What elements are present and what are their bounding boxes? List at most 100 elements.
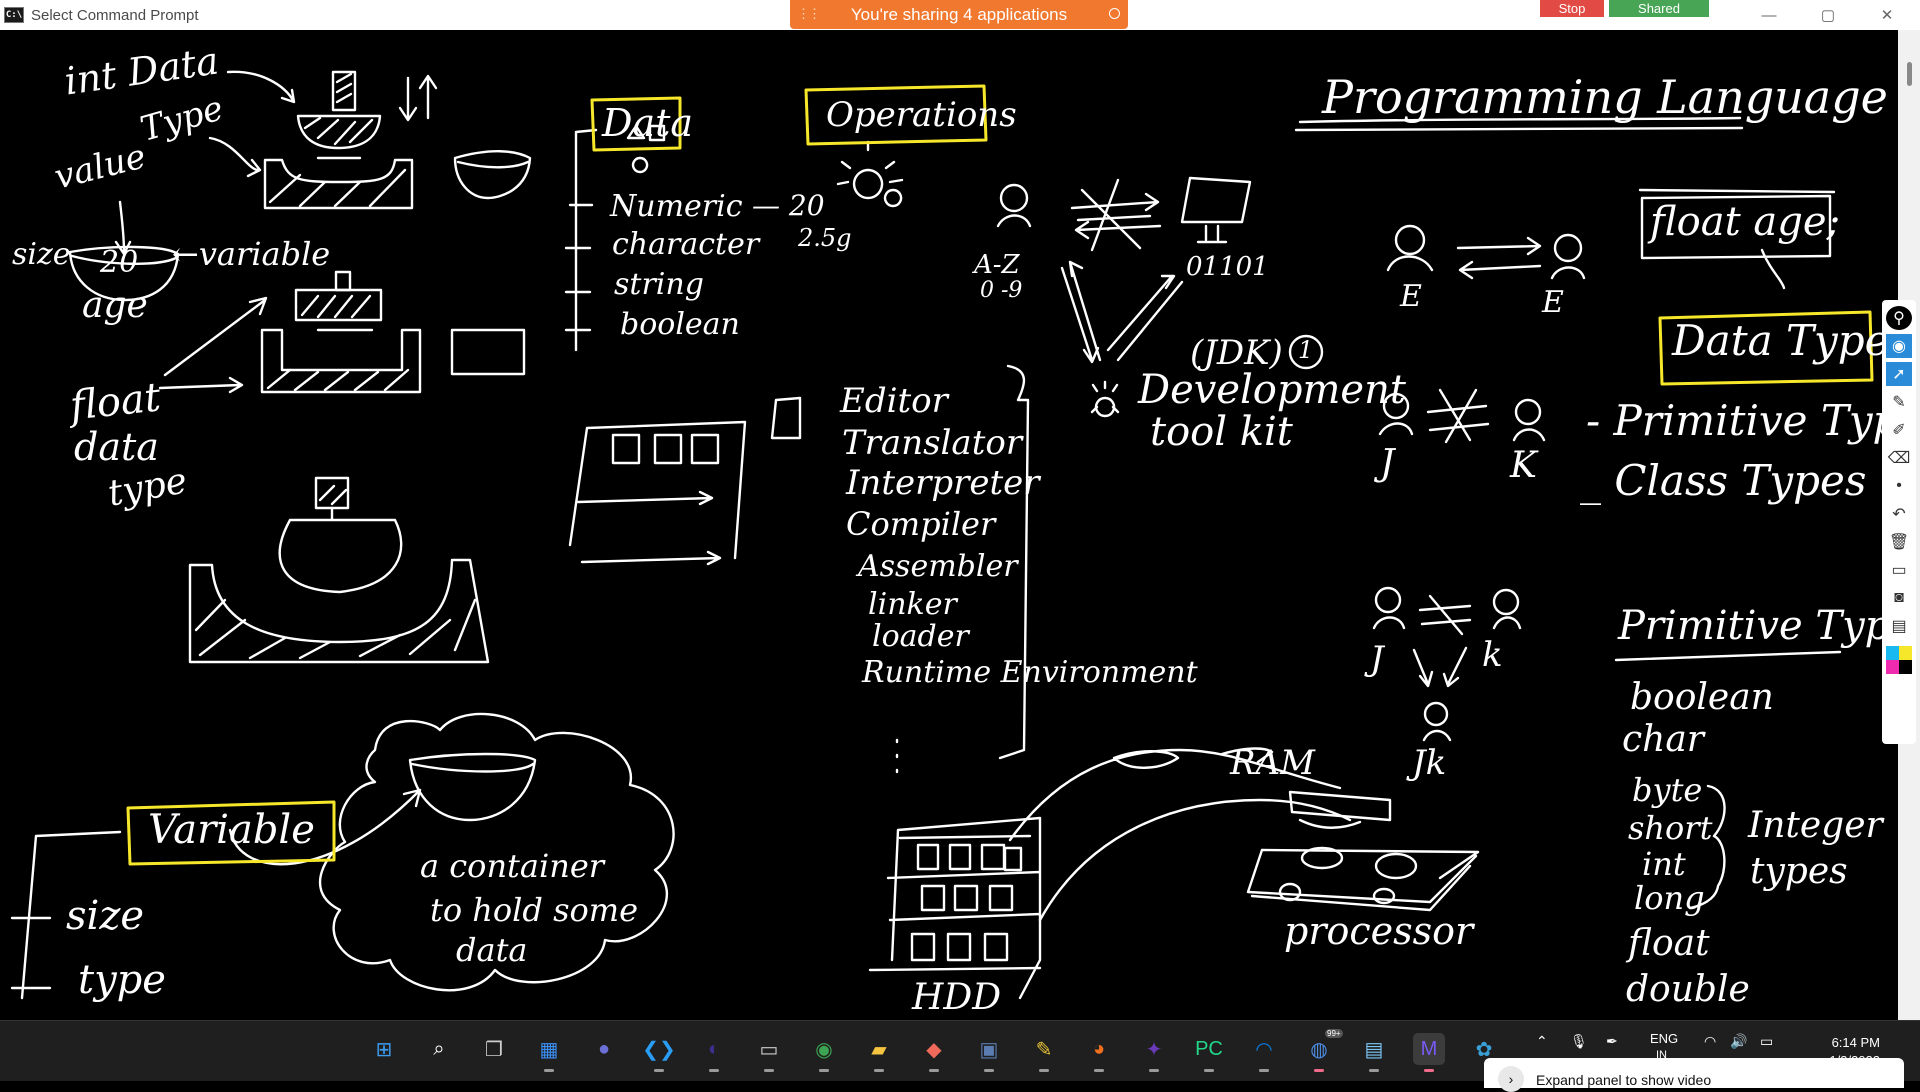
close-button[interactable]: ✕	[1880, 7, 1894, 24]
taskbar-network-app-icon[interactable]: ✿	[1475, 1038, 1493, 1061]
taskbar-chrome-icon[interactable]: ◉	[808, 1033, 840, 1072]
language-indicator[interactable]: ENG	[1650, 1031, 1679, 1046]
clipboard-icon[interactable]: ▤	[1891, 618, 1907, 635]
stop-sharing-button[interactable]: Stop	[1540, 0, 1604, 17]
person-e-left: E	[1400, 279, 1422, 314]
persons-jk-merge-sketch	[1372, 586, 1522, 742]
window-titlebar: C:\ Select Command Prompt ⋮⋮ You're shar…	[0, 0, 1920, 30]
volume-icon[interactable]: 🔊	[1730, 1033, 1748, 1049]
primitive-type-item: - Primitive Type	[1586, 396, 1920, 445]
whiteboard-icon[interactable]: ▭	[1891, 562, 1907, 579]
taskbar-visual-studio-icon[interactable]: M	[1413, 1033, 1445, 1072]
wifi-icon[interactable]: ◠	[1704, 1033, 1717, 1049]
running-indicator	[654, 1069, 664, 1072]
scrollbar-thumb[interactable]	[1907, 62, 1912, 86]
camera-icon[interactable]: ◙	[1894, 589, 1904, 606]
color-swatches[interactable]	[1886, 646, 1912, 674]
binary-label: 01101	[1186, 252, 1269, 282]
primitive-underline	[1614, 650, 1842, 662]
integer-types-brace	[1688, 784, 1726, 910]
taskbar-mysql-icon[interactable]: ▣	[973, 1033, 1005, 1072]
microphone-icon[interactable]: 🎙	[1570, 1033, 1588, 1049]
minimize-button[interactable]: —	[1761, 6, 1777, 24]
gear-sun-icon	[836, 140, 904, 208]
cloud-text-line1: a container	[420, 847, 605, 885]
taskbar-firefox-icon[interactable]: ◕	[1083, 1033, 1115, 1072]
pen-icon[interactable]: ✐	[1892, 422, 1906, 439]
data-heading: Data	[602, 101, 694, 145]
pen-tray-icon[interactable]: ✒	[1606, 1033, 1618, 1049]
taskbar-notepad-icon[interactable]: ▤	[1358, 1033, 1390, 1072]
undo-icon[interactable]: ↶	[1892, 506, 1906, 523]
persons-jk-sketch	[1378, 388, 1546, 444]
taskbar-search-icon[interactable]: ⌕	[433, 1037, 445, 1060]
processor-sketch	[1246, 790, 1480, 912]
az-label: A-Z	[974, 250, 1020, 280]
cloud-text-line2: to hold some	[430, 891, 639, 929]
taskbar-task-view-icon[interactable]: ❐	[485, 1038, 503, 1061]
clock-time: 6:14 PM	[1831, 1035, 1880, 1050]
taskbar-teams-chat-icon[interactable]: ●	[597, 1037, 611, 1060]
running-indicator	[984, 1069, 994, 1072]
class-types-item: _ Class Types	[1580, 456, 1867, 505]
bowl-sketch-right	[453, 150, 532, 200]
person-j-2: J	[1370, 639, 1384, 679]
taskbar-antivirus-icon[interactable]: ✦	[1138, 1033, 1170, 1072]
tool-compiler: Compiler	[846, 505, 996, 543]
cloud-text-line3: data	[456, 931, 528, 969]
primitive-byte: byte	[1632, 771, 1703, 809]
container-bowl-sketch	[408, 752, 537, 822]
jdk-development: Development	[1138, 367, 1406, 413]
region-indicator[interactable]: IN	[1656, 1049, 1667, 1061]
taskbar-pycharm-icon[interactable]: PC	[1193, 1033, 1225, 1072]
taskbar-widgets-icon[interactable]: ▦	[533, 1033, 565, 1072]
pointer-icon[interactable]: ➚	[1886, 362, 1912, 386]
running-indicator	[929, 1069, 939, 1072]
data-types-heading: Data Types	[1672, 316, 1912, 365]
arrows-to-jdk	[1060, 260, 1184, 364]
shared-status-button[interactable]: Shared	[1609, 0, 1709, 17]
chevron-right-icon[interactable]: ›	[1498, 1066, 1524, 1092]
chevron-up-icon[interactable]: ⌃	[1536, 1033, 1548, 1049]
tool-loader: loader	[872, 619, 969, 654]
primitive-char: char	[1622, 719, 1705, 760]
dot-icon[interactable]: •	[1896, 477, 1902, 494]
maximize-button[interactable]: ▢	[1820, 7, 1836, 24]
running-indicator	[1369, 1069, 1379, 1072]
numeric-example-20: — 20	[752, 189, 825, 222]
sharing-banner[interactable]: ⋮⋮ You're sharing 4 applications	[790, 0, 1128, 29]
taskbar-terminal-icon[interactable]: ▭	[753, 1033, 785, 1072]
pot-tray-sketch	[188, 476, 490, 664]
data-item-numeric: Numeric	[610, 189, 743, 224]
taskbar-pen-tool-icon[interactable]: ✎	[1028, 1033, 1060, 1072]
window-title: Select Command Prompt	[31, 6, 199, 24]
jdk-label: (JDK)	[1190, 333, 1283, 373]
taskbar-file-explorer-icon[interactable]: ▰	[863, 1033, 895, 1072]
taskbar-messenger-icon[interactable]: ◍99+	[1303, 1029, 1343, 1072]
eraser-icon[interactable]: ⌫	[1887, 450, 1911, 467]
taskbar-webex-icon[interactable]: ◠	[1248, 1033, 1280, 1072]
expand-video-panel[interactable]: › Expand panel to show video	[1484, 1058, 1904, 1092]
arrow-type-to-tray	[208, 136, 262, 178]
pin-icon[interactable]: ⚲	[1886, 306, 1912, 330]
trash-icon[interactable]: 🗑	[1888, 534, 1910, 551]
taskbar-start-icon[interactable]: ⊞	[375, 1038, 393, 1061]
running-indicator	[1204, 1069, 1214, 1072]
storage-cabinet-sketch	[568, 396, 802, 566]
taskbar-eclipse-icon[interactable]: ◐	[698, 1033, 730, 1072]
highlighter-icon[interactable]: ✎	[1892, 394, 1906, 411]
battery-icon[interactable]: ▭	[1760, 1033, 1774, 1049]
eye-icon[interactable]: ◉	[1886, 334, 1912, 358]
operations-heading: Operations	[826, 95, 1017, 135]
bowl-value: 20	[100, 245, 139, 280]
drag-handle-icon[interactable]: ⋮⋮	[797, 6, 821, 21]
jdk-number: 1	[1298, 336, 1314, 364]
taskbar-vscode-icon[interactable]: ❮❯	[642, 1033, 676, 1072]
float-age-box	[1638, 188, 1836, 290]
person-jk: Jk	[1412, 743, 1447, 783]
integer-label: Integer	[1748, 805, 1883, 846]
taskbar-paint-icon[interactable]: ◆	[918, 1033, 950, 1072]
ram-label: RAM	[1230, 743, 1315, 783]
whiteboard-canvas[interactable]: int Data Type value size 20 ←variable ag…	[0, 30, 1920, 1020]
tool-runtime-environment: Runtime Environment	[862, 655, 1198, 690]
